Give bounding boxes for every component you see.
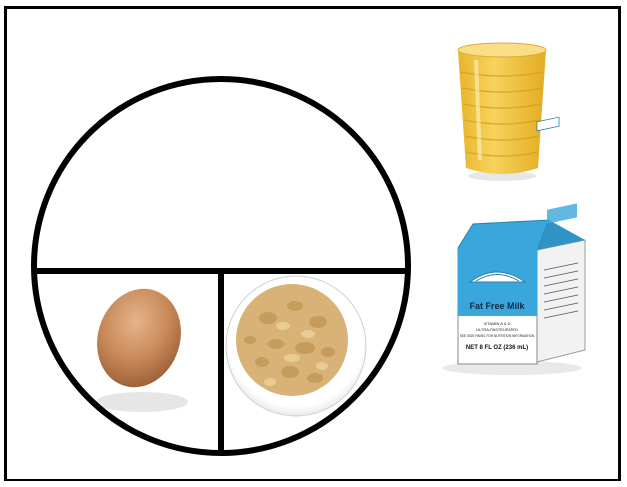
egg-icon [85,278,194,412]
milk-brand-label: Fat Free Milk [469,301,525,311]
milk-fine-print-3: SEE SIDE PANEL FOR NUTRITION INFORMATION [460,334,535,338]
plate-outline [34,79,408,453]
milk-fine-print-2: ULTRA-PASTEURIZED [476,327,518,332]
milk-fine-print-1: VITAMIN A & D [483,321,510,326]
cereal-bowl-icon [226,276,366,416]
milk-net-contents: NET 8 FL OZ (236 mL) [466,345,528,351]
orange-juice-glass-icon [458,43,546,181]
